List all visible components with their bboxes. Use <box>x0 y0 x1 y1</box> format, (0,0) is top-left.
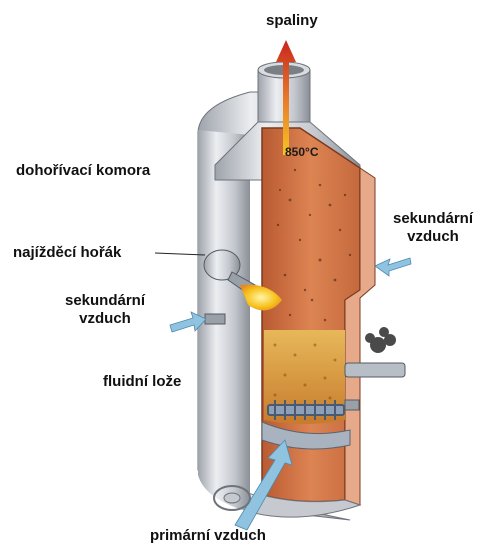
temperature-label: 850°C <box>285 145 319 159</box>
secondary-air-right-arrow <box>375 258 411 276</box>
flue-gas-label: spaliny <box>266 12 318 30</box>
afterburn-chamber-label: dohořívací komora <box>16 162 150 180</box>
secondary-air-right-label: sekundární vzduch <box>378 210 488 246</box>
primary-air-label: primární vzduch <box>150 527 266 545</box>
secondary-air-right-line1: sekundární <box>378 210 488 228</box>
startup-burner-label: najížděcí hořák <box>13 244 121 262</box>
waste-feeder-pipe <box>345 363 405 377</box>
secondary-air-left-label: sekundární vzduch <box>50 292 160 328</box>
secondary-air-left-line2: vzduch <box>50 310 160 328</box>
feeder-connector <box>345 400 359 410</box>
secondary-air-left-line1: sekundární <box>50 292 160 310</box>
fluidized-bed-label: fluidní lože <box>103 373 181 391</box>
secondary-air-left-pipe <box>205 314 225 324</box>
secondary-air-right-line2: vzduch <box>378 228 488 246</box>
waste-feed-material <box>365 327 396 353</box>
